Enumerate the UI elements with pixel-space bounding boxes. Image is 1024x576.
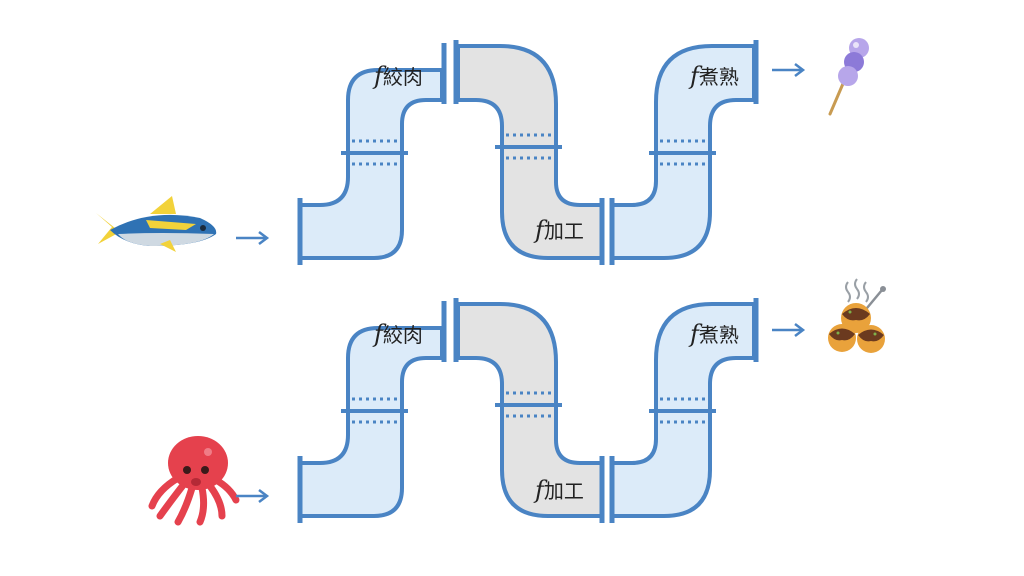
pipe-stage-mince <box>297 43 447 265</box>
stage-label-process: f加工 <box>533 476 584 504</box>
takoyaki-icon <box>828 278 886 353</box>
output-arrow <box>772 63 806 77</box>
stage-label-cook: f煮熟 <box>688 320 739 348</box>
pipe-stage-process <box>453 40 605 265</box>
pipe-stage-process <box>453 298 605 523</box>
pipe-stage-mince <box>297 301 447 523</box>
output-arrow <box>772 323 806 337</box>
pipeline-row-2: f絞肉 f加工 f煮熟 <box>148 278 886 526</box>
input-arrow <box>236 231 270 245</box>
dango-icon <box>828 38 869 116</box>
pipe-stage-cook <box>609 298 759 523</box>
pipeline-row-1: f絞肉 f加工 f煮熟 <box>96 38 869 265</box>
stage-label-mince: f絞肉 <box>372 62 423 90</box>
stage-label-process: f加工 <box>533 216 584 244</box>
pipe-stage-cook <box>609 40 759 265</box>
octopus-icon <box>148 436 240 526</box>
stage-label-cook: f煮熟 <box>688 62 739 90</box>
stage-label-mince: f絞肉 <box>372 320 423 348</box>
fish-icon <box>96 196 217 252</box>
input-arrow <box>236 489 270 503</box>
